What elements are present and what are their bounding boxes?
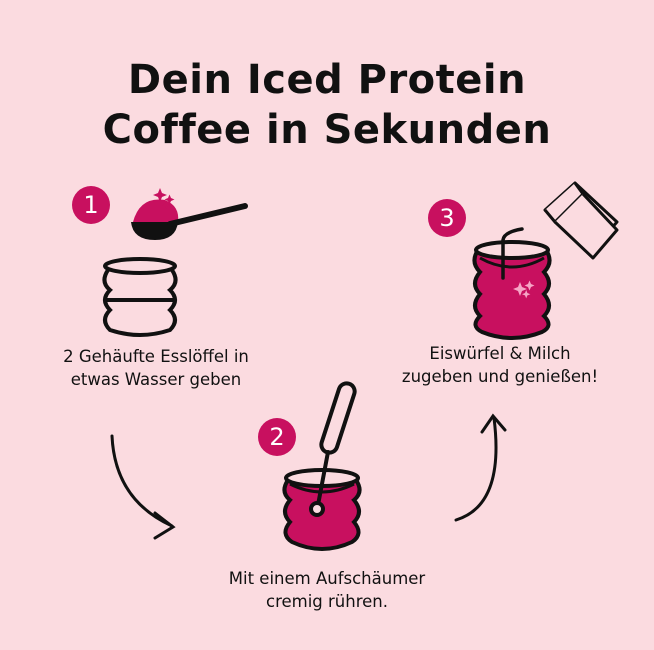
sparkle-icon (513, 280, 535, 299)
page-title-line1: Dein Iced Protein (127, 57, 527, 103)
page-title-line2: Coffee in Sekunden (102, 107, 552, 153)
sparkle-icon (153, 188, 175, 210)
caption-line: Eiswürfel & Milch (429, 344, 571, 363)
caption-line: 2 Gehäufte Esslöffel in (63, 347, 249, 366)
milk-frother-icon (309, 381, 357, 517)
step-3-caption: Eiswürfel & Milch zugeben und genießen! (365, 342, 635, 388)
step-1-caption: 2 Gehäufte Esslöffel in etwas Wasser geb… (20, 345, 292, 391)
step-2-caption: Mit einem Aufschäumer cremig rühren. (190, 567, 464, 613)
step-1-badge: 1 (72, 186, 110, 224)
step-2-badge: 2 (258, 418, 296, 456)
milk-carton-icon (543, 181, 619, 260)
caption-line: cremig rühren. (266, 592, 388, 611)
step-3-badge: 3 (428, 199, 466, 237)
empty-glass-icon (102, 257, 178, 337)
caption-line: Mit einem Aufschäumer (228, 569, 426, 588)
caption-line: etwas Wasser geben (70, 370, 242, 389)
caption-line: zugeben und genießen! (401, 367, 599, 386)
arrow-step2-to-step3 (454, 413, 507, 522)
scoop-icon (131, 199, 248, 240)
arrow-step1-to-step2 (110, 434, 176, 540)
iced-coffee-glass-icon (472, 227, 552, 340)
